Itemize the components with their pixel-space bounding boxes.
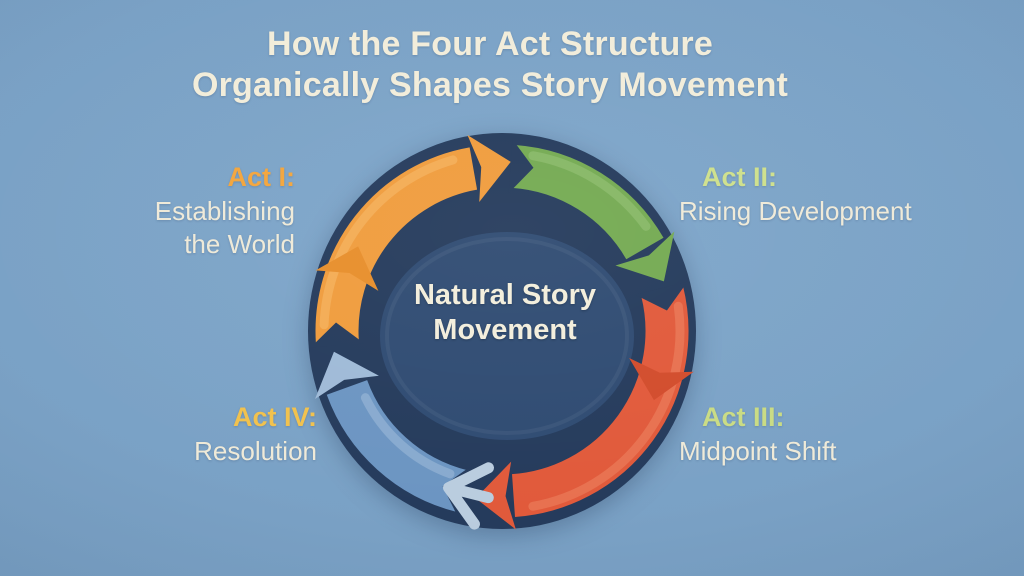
title-line-2: Organically Shapes Story Movement	[191, 66, 789, 104]
act-3-label-block: Act III: Midpoint Shift	[679, 401, 837, 468]
cycle-diagram	[308, 133, 696, 530]
act-4-label-line: Resolution	[194, 436, 317, 466]
act-4-label-block: Act IV: Resolution	[194, 401, 317, 468]
act-3-label-line: Midpoint Shift	[679, 436, 837, 466]
act-2-label-line: Rising Development	[679, 196, 912, 226]
act-1-label-line: the World	[184, 229, 295, 259]
inner-disk-rim	[385, 237, 629, 435]
cycle-arrows	[310, 135, 694, 530]
act-4-heading: Act IV:	[232, 402, 317, 432]
act-3-heading: Act III:	[702, 402, 785, 432]
act-1-label-line: Establishing	[154, 196, 295, 226]
title-line-1: How the Four Act Structure	[267, 25, 713, 63]
act-2-heading: Act II:	[702, 162, 778, 192]
center-label: Natural Story Movement	[295, 278, 715, 348]
center-label-line-1: Natural Story	[413, 279, 597, 311]
center-label-line-2: Movement	[433, 314, 577, 346]
act-2-label-block: Act II: Rising Development	[679, 161, 912, 228]
inner-disk	[380, 232, 634, 440]
act-1-label-block: Act I: Establishing the World	[155, 161, 295, 261]
page-title: How the Four Act Structure Organically S…	[0, 24, 1002, 106]
act-1-heading: Act I:	[227, 162, 296, 192]
